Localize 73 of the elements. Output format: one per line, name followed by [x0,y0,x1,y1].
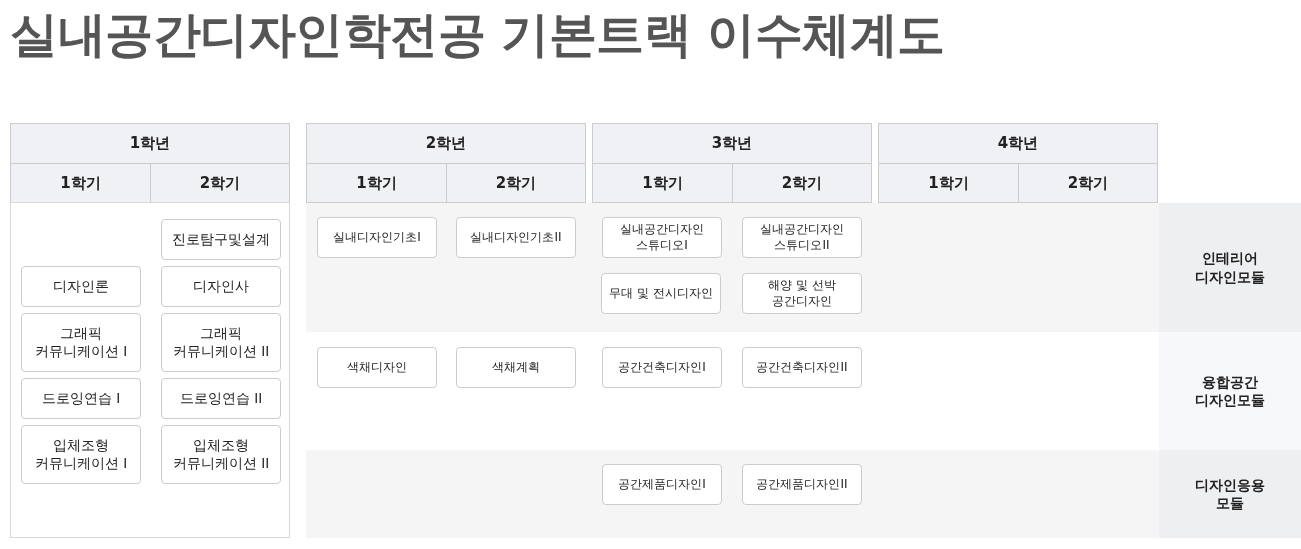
module-name: 인테리어 디자인모듈 [1194,249,1266,286]
year-panel [10,202,290,538]
course-name: 진로탐구및설계 [172,230,270,249]
course-box [456,347,576,388]
module-name: 융합공간 디자인모듈 [1194,372,1266,410]
year-header [306,123,586,164]
course-box [21,313,141,372]
year-header [878,123,1158,164]
course-name: 실내디자인기초I [333,229,421,246]
semester-header [732,163,872,203]
semester-header [150,163,290,203]
semester-label: 2학기 [495,173,537,193]
year-label: 1학년 [129,134,171,153]
course-name: 공간제품디자인I [618,476,706,493]
year-header [592,123,872,164]
course-name: 그래픽 커뮤니케이션 I [33,324,129,361]
course-box [602,464,722,505]
course-name: 디자인사 [193,277,249,296]
course-box [161,219,281,260]
semester-header [878,163,1019,203]
course-name: 드로잉연습 II [179,389,263,408]
course-name: 색채디자인 [347,359,407,376]
course-box [21,266,141,307]
semester-label: 2학기 [199,173,241,193]
module-band [306,450,1301,538]
semester-header [446,163,586,203]
semester-label: 2학기 [781,173,823,193]
semester-header [592,163,733,203]
course-name: 공간건축디자인I [618,359,706,376]
semester-label: 2학기 [1067,173,1109,193]
course-name: 공간제품디자인II [756,476,848,493]
course-name: 색채계획 [492,359,540,376]
year-label: 4학년 [997,134,1039,153]
module-name: 디자인응용 모듈 [1194,475,1266,513]
course-box [161,313,281,372]
course-box [21,425,141,484]
diagram-title: 실내공간디자인학전공 기본트랙 이수체계도 [10,6,945,64]
semester-label: 1학기 [60,173,101,193]
semester-header [306,163,447,203]
course-name: 실내디자인기초II [470,229,562,246]
semester-header [10,163,151,203]
course-box [742,273,862,314]
course-box [161,425,281,484]
course-box [742,464,862,505]
course-box [602,217,722,258]
course-name: 해양 및 선박 공간디자인 [767,277,837,310]
course-name: 디자인론 [53,277,109,296]
course-box [317,347,437,388]
module-band [306,203,1301,332]
course-box [602,347,722,388]
course-box [742,217,862,258]
semester-label: 1학기 [928,173,969,193]
course-name: 입체조형 커뮤니케이션 I [33,436,129,473]
course-box [601,273,721,314]
course-box [161,378,281,419]
year-header [10,123,290,164]
course-name: 드로잉연습 I [41,389,121,408]
course-name: 실내공간디자인 스튜디오II [759,221,845,254]
semester-label: 1학기 [642,173,683,193]
course-box [456,217,576,258]
course-name: 그래픽 커뮤니케이션 II [171,324,271,361]
semester-header [1018,163,1158,203]
course-box [742,347,862,388]
course-box [317,217,437,258]
year-label: 2학년 [425,134,467,153]
course-box [161,266,281,307]
course-name: 무대 및 전시디자인 [609,285,713,302]
course-name: 실내공간디자인 스튜디오I [619,221,705,254]
year-label: 3학년 [711,134,753,153]
course-box [21,378,141,419]
course-name: 공간건축디자인II [756,359,848,376]
semester-label: 1학기 [356,173,397,193]
course-name: 입체조형 커뮤니케이션 II [171,436,271,473]
